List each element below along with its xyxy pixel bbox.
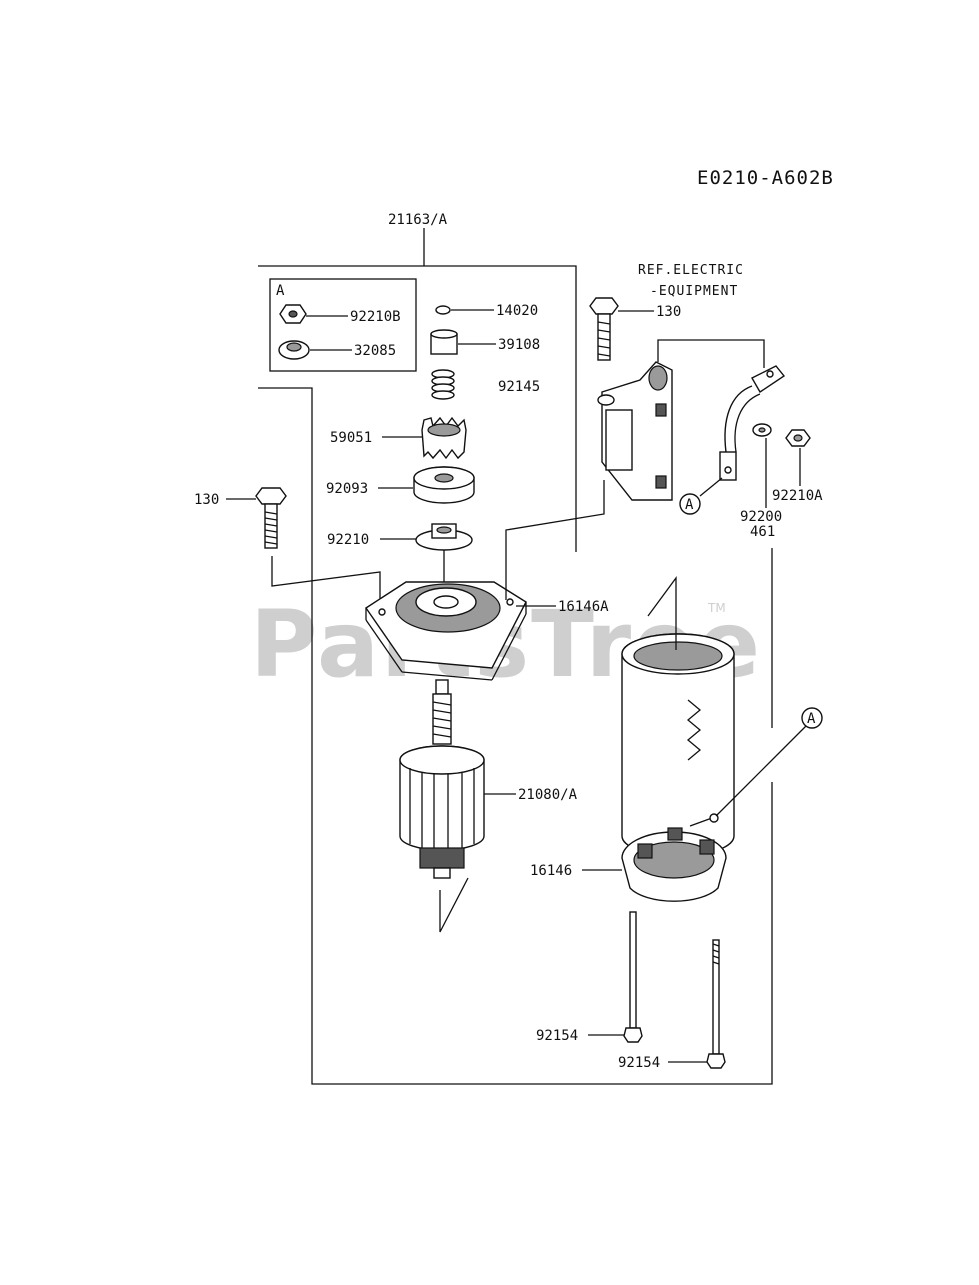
- svg-text:A: A: [807, 711, 816, 727]
- assembly-frame: [258, 228, 773, 1085]
- label-21163-a: 21163/A: [388, 212, 448, 228]
- kit-box-a: A 92210B 32085: [269, 278, 417, 372]
- bolt-130-left-icon: [255, 487, 287, 549]
- label-92154-b: 92154: [618, 1055, 660, 1071]
- washer-92200-icon: [752, 423, 772, 437]
- label-16146a: 16146A: [558, 599, 609, 615]
- pinion-gear-59051-icon: [421, 416, 467, 460]
- ring-14020-icon: [435, 305, 451, 315]
- washer-32085-icon: [278, 340, 310, 360]
- through-bolt-92154-a-icon: [623, 911, 643, 1043]
- label-130-top: 130: [656, 304, 681, 320]
- through-bolt-92154-b-icon: [706, 939, 726, 1069]
- label-92145: 92145: [498, 379, 540, 395]
- trademark: TM: [707, 601, 726, 615]
- kit-box-title: A: [276, 283, 285, 299]
- label-92210a: 92210A: [772, 488, 823, 504]
- brush-holder-16146-icon: [621, 813, 727, 902]
- armature-21080a-icon: [399, 679, 485, 879]
- ref-note-line2: -EQUIPMENT: [650, 284, 738, 299]
- nut-92210a-icon: [785, 429, 811, 447]
- label-92210b: 92210B: [350, 309, 401, 325]
- spring-92145-icon: [431, 369, 455, 400]
- label-461: 461: [750, 524, 775, 540]
- front-cover-16146a-icon: [365, 581, 527, 681]
- cushion-92093-icon: [413, 466, 475, 504]
- lead-wire-icon: [719, 365, 786, 481]
- nut-92210b-icon: [279, 304, 307, 324]
- svg-text:A: A: [685, 497, 694, 513]
- bolt-130-top-icon: [589, 297, 619, 361]
- label-39108: 39108: [498, 337, 540, 353]
- label-59051: 59051: [330, 430, 372, 446]
- label-92093: 92093: [326, 481, 368, 497]
- label-21080-a: 21080/A: [518, 787, 578, 803]
- label-32085: 32085: [354, 343, 396, 359]
- nut-92210-icon: [415, 523, 473, 551]
- callout-a-lower: A: [801, 707, 823, 729]
- label-16146: 16146: [530, 863, 572, 879]
- ref-note-line1: REF.ELECTRIC: [638, 263, 744, 278]
- label-130-left: 130: [194, 492, 219, 508]
- label-92200: 92200: [740, 509, 782, 525]
- label-14020: 14020: [496, 303, 538, 319]
- yoke-housing-icon: [621, 633, 735, 857]
- label-92210: 92210: [327, 532, 369, 548]
- label-92154-a: 92154: [536, 1028, 578, 1044]
- collar-39108-icon: [430, 329, 458, 355]
- diagram-code: E0210-A602B: [697, 167, 834, 189]
- solenoid-bracket-icon: [597, 361, 673, 501]
- callout-a-upper: A: [679, 493, 701, 515]
